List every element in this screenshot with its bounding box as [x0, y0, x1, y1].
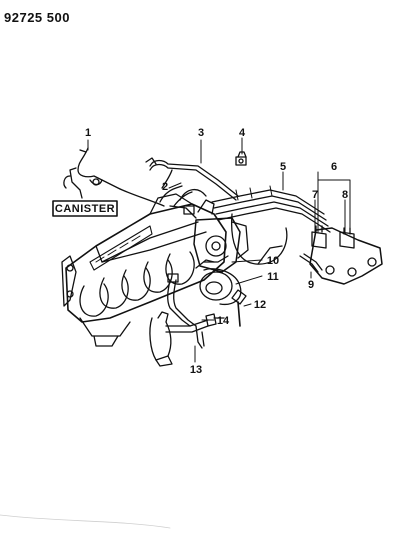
callout-12: 12: [254, 299, 266, 311]
hose-2: [159, 185, 193, 207]
clip-4: [235, 151, 247, 166]
hose-1: [63, 147, 165, 207]
throttle-body: [179, 189, 249, 273]
callout-14: 14: [217, 315, 230, 327]
canister-label: CANISTER: [55, 203, 115, 215]
callout-1: 1: [85, 127, 91, 139]
canister-label-box: CANISTER: [52, 200, 118, 217]
callout-11: 11: [267, 271, 279, 283]
callout-9: 9: [308, 279, 314, 291]
callout-13: 13: [190, 364, 202, 376]
callout-8: 8: [342, 189, 348, 201]
hose-13: [149, 273, 209, 367]
scan-artifact: [0, 514, 171, 529]
leader-lines: [87, 137, 351, 363]
part-code: 92725 500: [4, 10, 70, 25]
housing-11: [199, 268, 242, 306]
intake-manifold: [61, 193, 227, 347]
callout-6: 6: [331, 161, 337, 173]
callout-numbers: 1 2 3 4 5 6 7 8 9 10 11 12 13 14: [85, 127, 348, 376]
sensor-10: [195, 255, 229, 269]
bolt-12: [231, 289, 247, 327]
hose-3: [145, 157, 239, 201]
callout-7: 7: [312, 189, 318, 201]
callout-2: 2: [162, 181, 168, 193]
callout-5: 5: [280, 161, 286, 173]
callout-10: 10: [267, 255, 279, 267]
callout-3: 3: [198, 127, 204, 139]
hose-bundle-5: [211, 185, 331, 265]
hose-9: [299, 253, 323, 273]
solenoid-bracket: [309, 225, 383, 285]
callout-4: 4: [239, 127, 246, 139]
tee-14: [205, 313, 225, 327]
